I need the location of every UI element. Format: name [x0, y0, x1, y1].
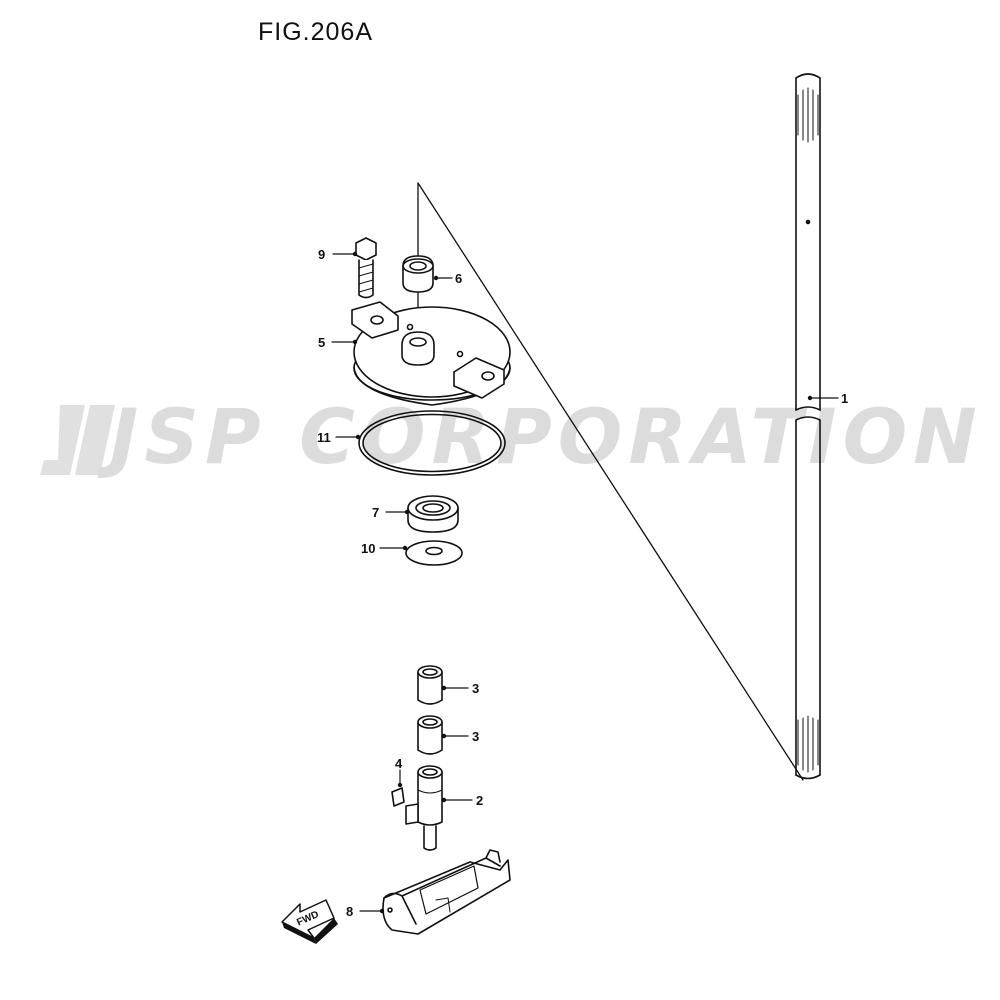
housing-plate-part	[351, 301, 511, 406]
callout-1: 1	[841, 391, 848, 406]
callout-11: 11	[317, 430, 331, 445]
o-ring-part	[358, 410, 506, 476]
shift-cam-part	[382, 849, 511, 935]
leader-dots	[352, 251, 813, 914]
bearing-part	[407, 495, 459, 533]
watermark-logo-icon	[40, 405, 115, 475]
seal-part	[402, 255, 434, 293]
callout-8: 8	[346, 904, 353, 919]
bolt-part	[355, 237, 377, 299]
callout-3-upper: 3	[472, 681, 479, 696]
callout-5: 5	[318, 335, 325, 350]
shift-rod-joint-part	[405, 765, 443, 851]
fwd-arrow-icon: FWD	[281, 899, 338, 944]
callout-6: 6	[455, 271, 462, 286]
callout-4: 4	[395, 756, 403, 771]
callout-7: 7	[372, 505, 379, 520]
pin-part	[391, 787, 405, 807]
bushing-upper-part	[417, 665, 443, 705]
callout-10: 10	[361, 541, 375, 556]
callout-3-lower: 3	[472, 729, 479, 744]
leader-lines	[331, 253, 839, 912]
reference-line	[417, 182, 804, 781]
washer-part	[405, 540, 463, 566]
shaft-part	[795, 73, 821, 780]
watermark-text: JSP CORPORATION	[110, 392, 983, 481]
figure-title: FIG.206A	[258, 18, 373, 46]
callout-2: 2	[476, 793, 483, 808]
callout-9: 9	[318, 247, 325, 262]
bushing-lower-part	[417, 715, 443, 755]
